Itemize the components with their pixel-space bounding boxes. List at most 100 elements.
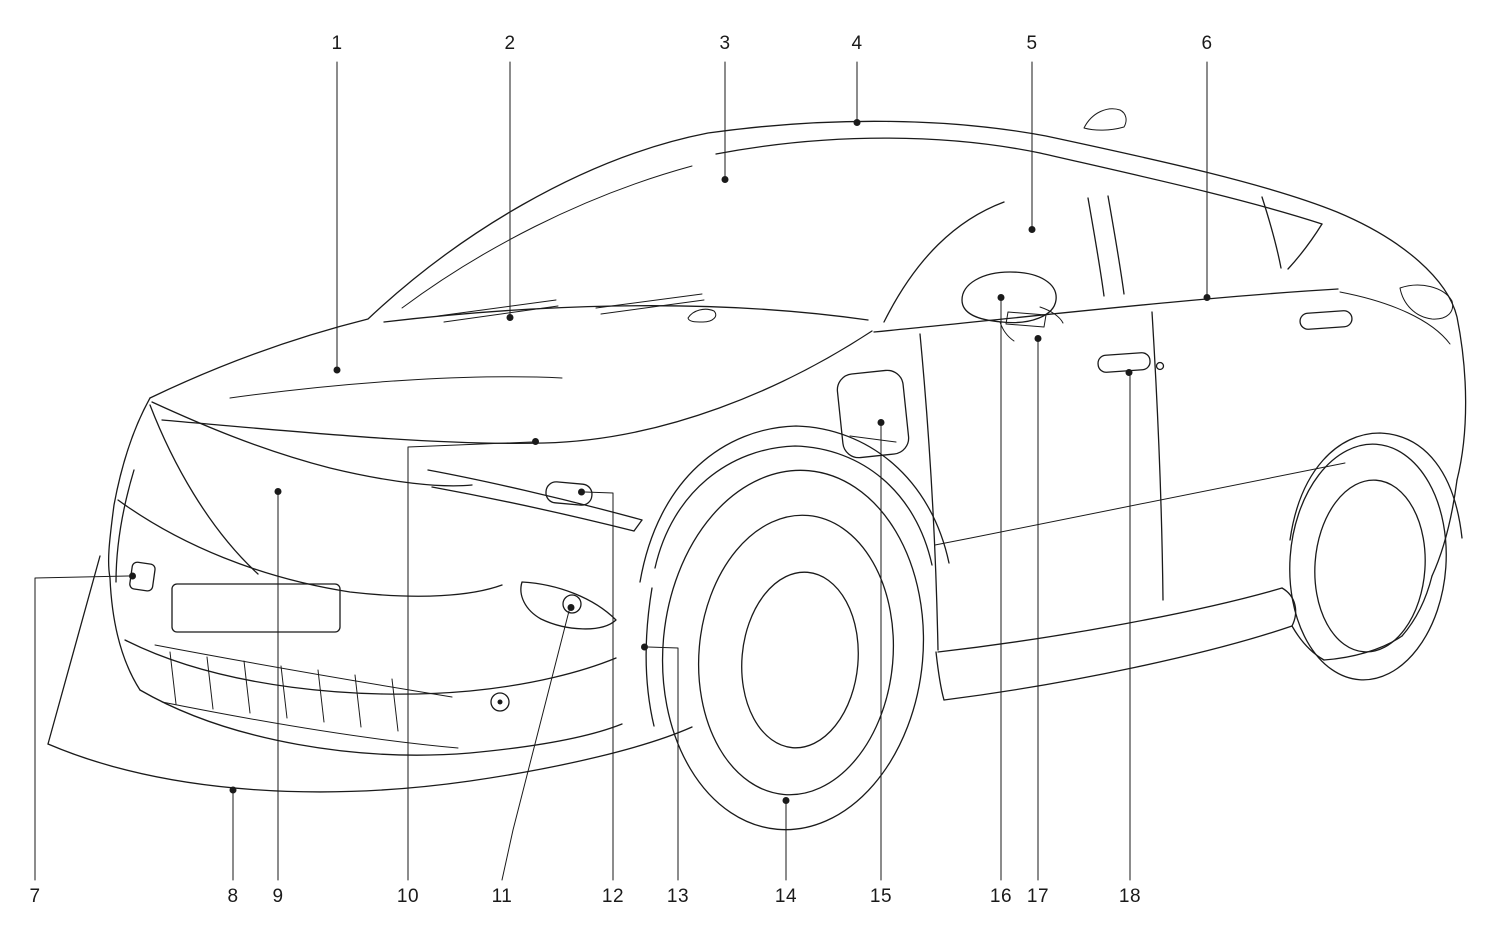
leader-dot-12 [578,488,585,496]
front-corner-line [115,469,135,583]
bumper-side-edge [645,587,655,727]
body-crease [934,462,1346,546]
grille-lower [117,499,503,597]
bumper-mid-line [124,639,617,695]
leader-lines [34,61,1211,881]
hood-crease [229,376,563,399]
leader-line-10 [407,441,533,881]
callout-9: 9 [272,886,284,907]
intake-slat [169,651,177,705]
projector-lens [562,594,582,614]
tail-lamp [1399,284,1454,320]
leader-dot-2 [506,314,514,321]
grille-upper [151,401,473,487]
leader-dot-15 [877,419,885,426]
fog-sensor-center [497,699,503,705]
fog-sensor-ring [490,692,510,712]
intake-slat [354,674,362,728]
a-pillar-inner [883,201,1005,323]
callout-11: 11 [491,886,513,907]
leader-line-12 [584,491,614,881]
bumper-left-blade [47,555,101,745]
license-plate [171,583,341,633]
front-door-line [919,333,939,651]
headlight-bottom [431,486,635,532]
door-trim [1005,311,1047,328]
leader-line-13 [647,646,679,881]
rear-skirt [1323,635,1403,661]
corner-lamp [520,581,617,630]
front-wheel-arch [654,445,933,569]
wiper-blade [595,293,703,309]
rear-wheel-arch [1289,432,1463,541]
leader-dot-3 [721,176,729,183]
intake-slat [206,656,214,710]
hood-cut-line [161,330,873,445]
leader-dot-9 [274,488,282,495]
leader-dot-1 [333,366,341,374]
callout-1: 1 [331,33,343,54]
leader-dot-16 [997,294,1005,301]
callout-7: 7 [29,886,41,907]
sill-front-edge [935,651,945,701]
grille-v-motion [149,404,259,575]
callout-5: 5 [1026,33,1038,54]
intake-slats [169,651,399,732]
callout-16: 16 [989,886,1013,907]
b-pillar-rear [1107,195,1125,295]
leader-dot-5 [1028,226,1036,233]
roof-rail [1039,152,1323,225]
sill-bottom [943,625,1293,701]
callout-13: 13 [666,886,690,907]
bumper-chin [139,689,623,756]
leader-dot-17 [1034,335,1042,342]
far-a-pillar [401,165,693,309]
callout-14: 14 [774,886,798,907]
charge-port-seam [849,435,897,443]
roof-inner-line [715,137,1041,155]
intake-band-bottom [161,701,459,749]
rear-door-line [1151,311,1164,601]
rear-bumper-upper [1431,479,1458,577]
leader-line-7 [34,575,130,881]
mirror-sail [1039,306,1064,324]
callout-12: 12 [601,886,625,907]
leader-dot-13 [641,643,648,651]
leader-dot-7 [129,572,136,580]
callout-4: 4 [851,33,863,54]
callout-8: 8 [227,886,239,907]
wiper-blade [437,299,557,317]
intake-slat [317,669,325,723]
headlight-tip [633,519,643,532]
leader-dot-11 [567,604,575,611]
callout-6: 6 [1201,33,1213,54]
belt-line [873,288,1339,333]
front-sidewall [697,514,895,796]
b-pillar-front [1087,197,1105,297]
front-tire [661,469,925,831]
rear-door-handle [1299,310,1353,330]
intake-slat [391,678,399,732]
leader-dot-4 [853,119,861,126]
car-body [47,108,1467,831]
leader-dot-10 [532,438,539,445]
charge-port-door [836,369,910,459]
door-lock [1155,361,1165,371]
sill-top [937,587,1283,653]
door-mirror [961,271,1057,324]
far-mirror [687,308,717,323]
leader-dot-14 [782,797,790,804]
callout-18: 18 [1118,886,1142,907]
front-door-handle [1097,352,1151,373]
leader-dot-18 [1125,369,1133,376]
rear-sidewall [1314,479,1426,653]
callout-10: 10 [396,886,420,907]
wiper-arm [443,305,559,323]
antenna-fin [1083,108,1127,131]
front-face-edge [107,397,151,691]
quarter-glass-edge [1287,223,1323,270]
headlight-top [427,469,643,521]
rear-quarter-crease [1339,291,1451,345]
front-arch-cladding [639,425,950,583]
